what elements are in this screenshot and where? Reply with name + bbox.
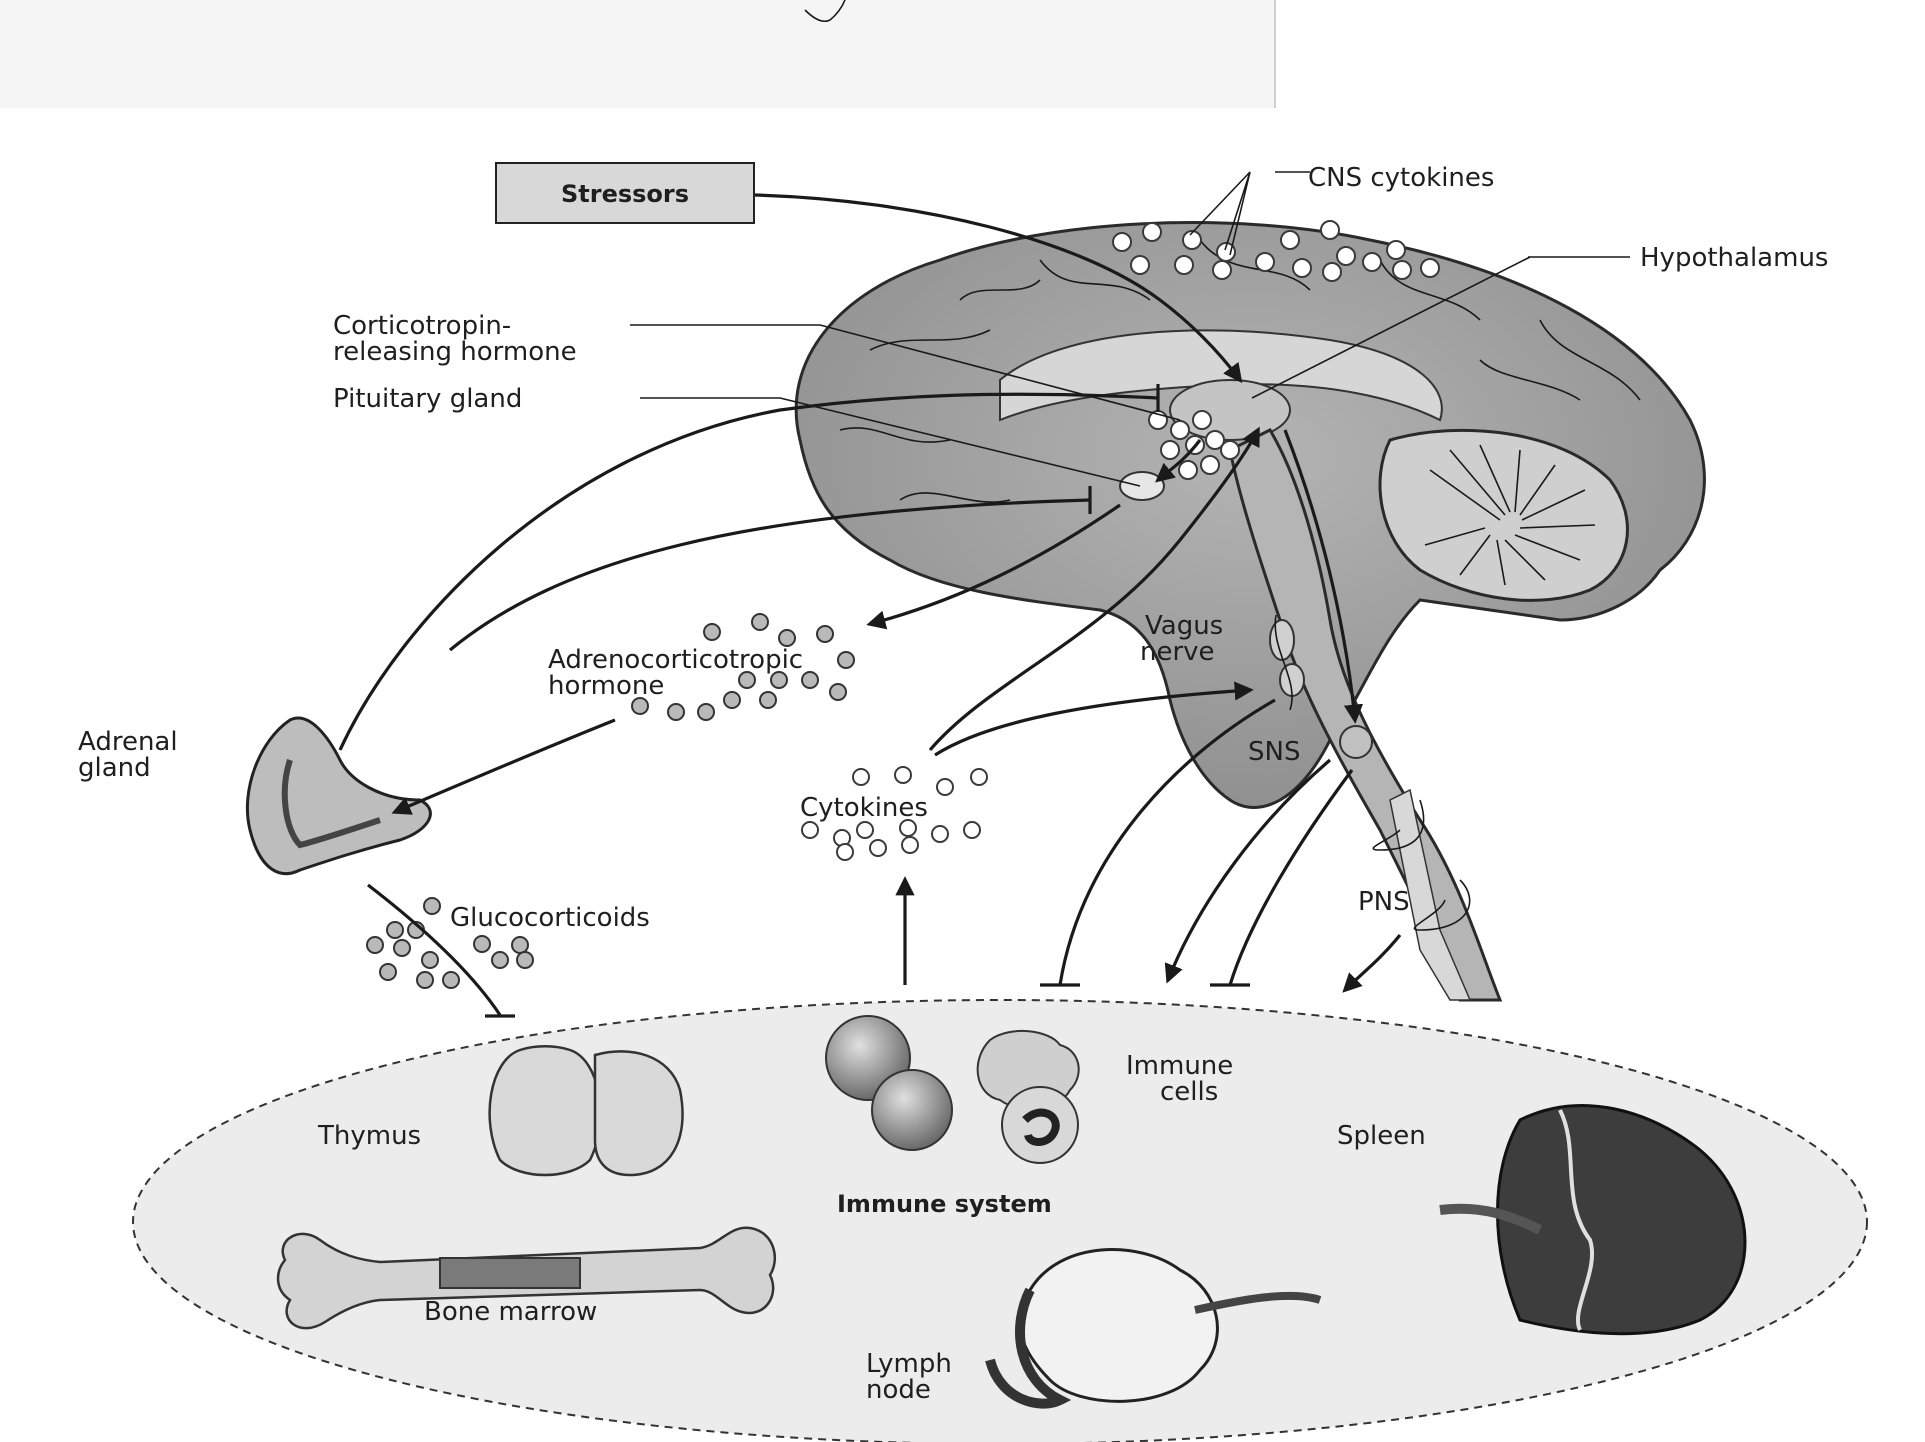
vagus-label-line2: nerve bbox=[1140, 637, 1215, 667]
acth-label-line2: hormone bbox=[548, 671, 664, 701]
page-header-fragment bbox=[0, 0, 1275, 108]
thymus-label: Thymus bbox=[317, 1121, 421, 1151]
lymph-node-label-line2: node bbox=[866, 1375, 931, 1405]
hypothalamus-label: Hypothalamus bbox=[1640, 243, 1828, 273]
sns-label: SNS bbox=[1248, 737, 1300, 767]
pituitary-label: Pituitary gland bbox=[333, 384, 522, 414]
immune-cells-label-line2: cells bbox=[1160, 1077, 1218, 1107]
cytokines-label: Cytokines bbox=[800, 793, 928, 823]
cns-cytokines-label: CNS cytokines bbox=[1308, 163, 1494, 193]
immune-system-label: Immune system bbox=[837, 1190, 1052, 1218]
spleen-label: Spleen bbox=[1337, 1121, 1426, 1151]
stressors-label: Stressors bbox=[561, 180, 689, 208]
crh-label-line2: releasing hormone bbox=[333, 337, 577, 367]
adrenal-gland-illustration bbox=[247, 718, 430, 874]
bone-marrow-label: Bone marrow bbox=[424, 1297, 597, 1327]
glucocorticoids-label: Glucocorticoids bbox=[450, 903, 650, 933]
pns-label: PNS bbox=[1358, 887, 1410, 917]
stressors-box: Stressors bbox=[496, 163, 754, 223]
adrenal-label-line2: gland bbox=[78, 753, 151, 783]
thymus-illustration bbox=[490, 1046, 683, 1175]
brain-illustration bbox=[796, 221, 1704, 1000]
